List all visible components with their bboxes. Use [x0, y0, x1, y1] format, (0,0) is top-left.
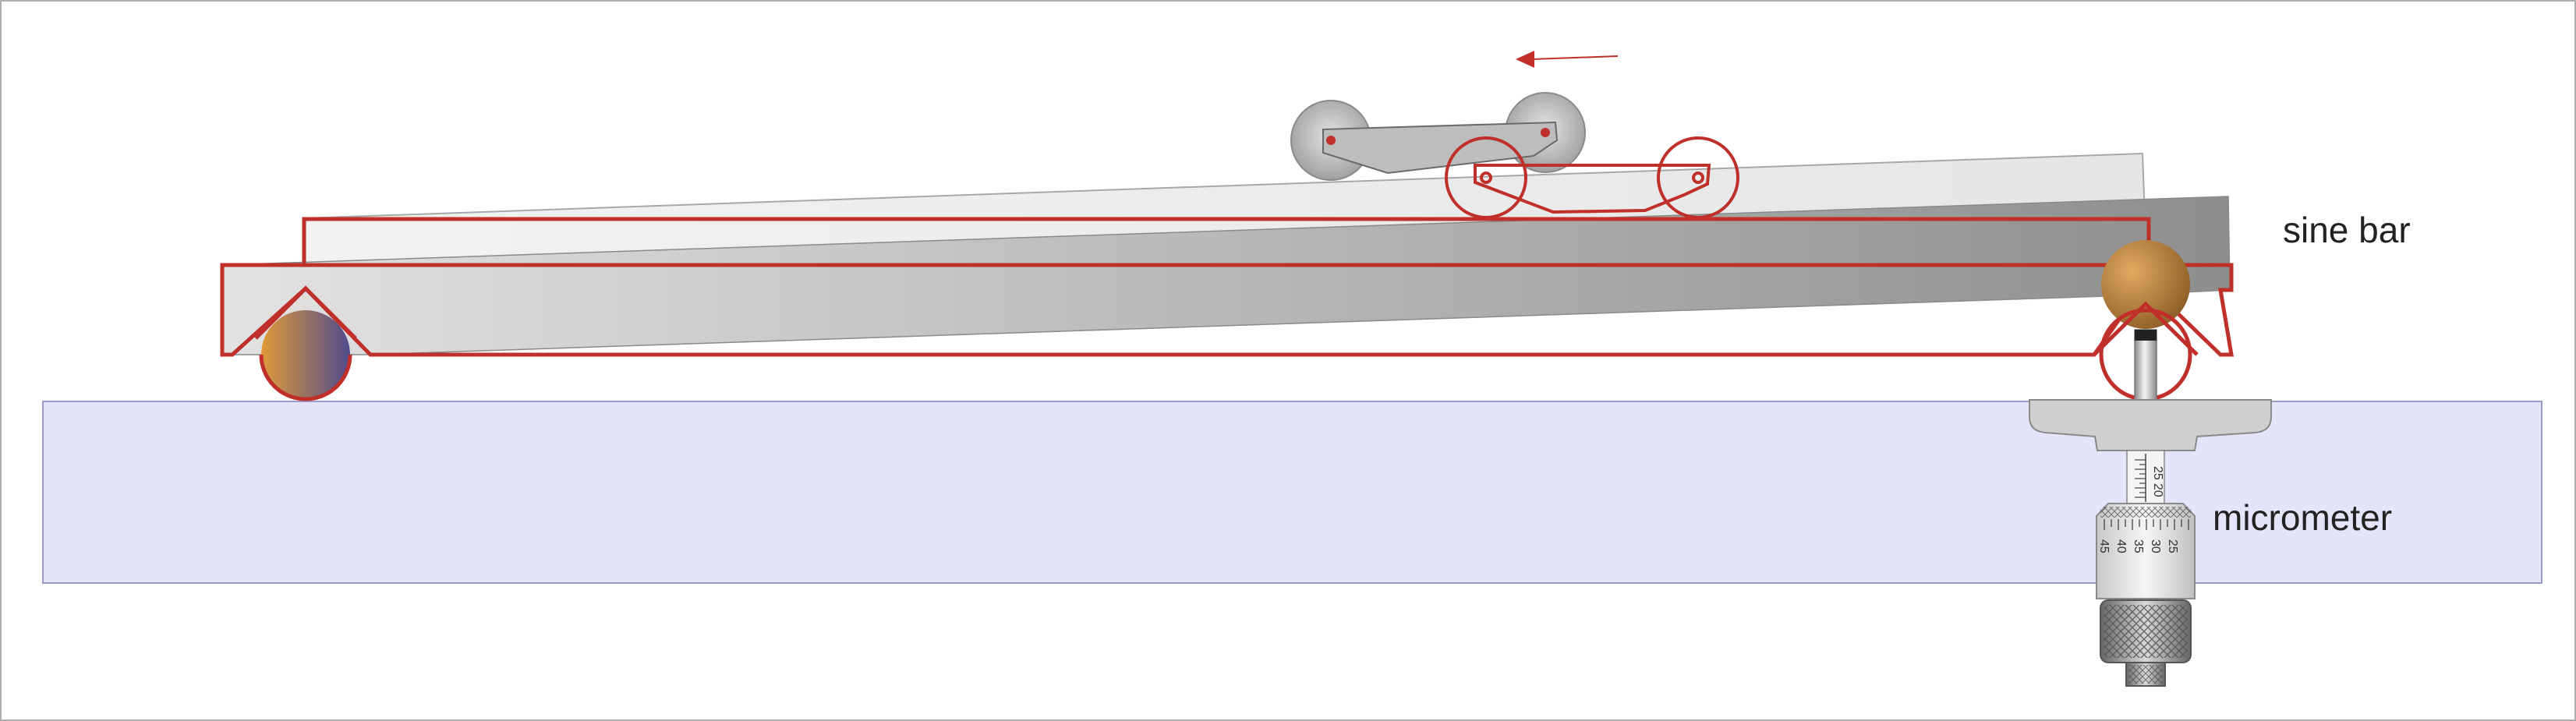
micrometer: 25 20 45 40 35 30 25 [2029, 329, 2272, 687]
trolley-outline [1445, 136, 1739, 219]
left-v-notch-lines [254, 285, 357, 340]
trolley-arm [1322, 121, 1559, 175]
sine-bar-label: sine bar [2283, 210, 2411, 250]
thimble-scale-label-45: 45 [2097, 539, 2111, 553]
direction-arrow [1516, 51, 1619, 68]
thimble-knurl-band [2100, 507, 2191, 518]
trolley-outline-arm [1474, 164, 1711, 214]
trolley-pivot-right [1541, 128, 1550, 137]
trolley [1290, 92, 1586, 181]
trolley-outline-wheel-right [1657, 136, 1739, 219]
micrometer-spindle-tip [2135, 330, 2157, 341]
thimble-scale-label-25: 25 [2166, 539, 2179, 553]
trolley-outline-pivot-right [1692, 171, 1704, 184]
thimble-scale-label-40: 40 [2114, 539, 2128, 553]
micrometer-base [2029, 399, 2272, 451]
sleeve-scale-label-25: 25 [2151, 466, 2164, 480]
end-cap-knurl [2128, 665, 2163, 684]
left-roller-outline [259, 354, 352, 401]
trolley-pivot-left [1326, 136, 1336, 145]
direction-arrow-shaft [1531, 55, 1619, 60]
thimble-scale-label-35: 35 [2132, 539, 2145, 553]
thimble-scale-label-30: 30 [2149, 539, 2162, 553]
sleeve-scale-label-20: 20 [2151, 483, 2164, 497]
thimble-graduations [2104, 519, 2189, 530]
left-roller [261, 310, 350, 399]
micrometer-label: micrometer [2213, 497, 2392, 538]
micrometer-thimble [2096, 503, 2196, 599]
right-roller [2101, 240, 2190, 329]
right-v-notch-lines [2093, 301, 2199, 356]
direction-arrow-head [1516, 51, 1534, 68]
trolley-outline-pivot-left [1480, 171, 1492, 184]
sleeve-ticks [2135, 459, 2146, 498]
ratchet-knurl-pattern [2104, 605, 2188, 658]
trolley-outline-wheel-left [1445, 136, 1527, 219]
